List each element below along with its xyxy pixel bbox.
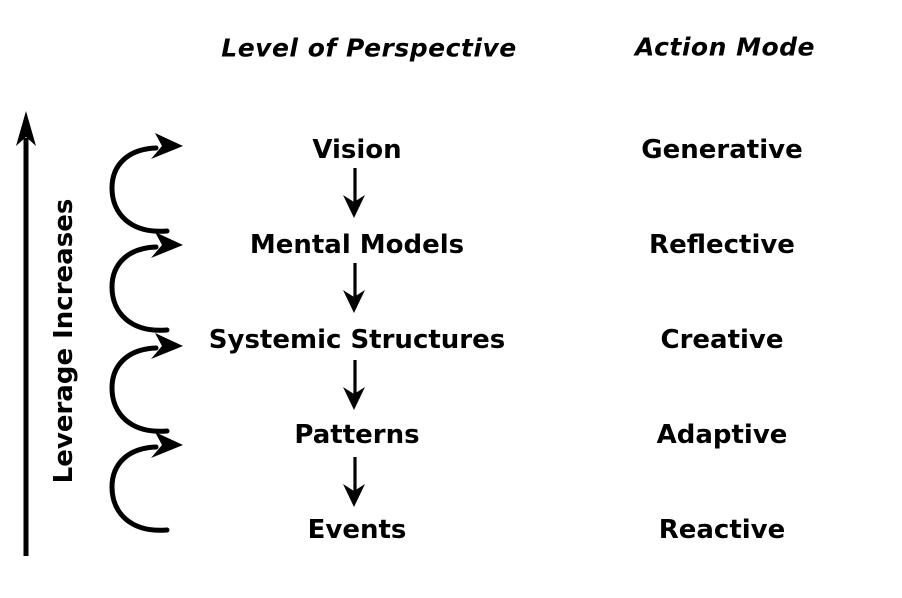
header-level-of-perspective: Level of Perspective [221, 33, 517, 63]
down-arrow-icon-1 [343, 168, 365, 218]
feedback-curve-arrow-2 [109, 232, 183, 333]
feedback-curve-arrow-3 [109, 333, 183, 434]
header-action-mode: Action Mode [635, 32, 815, 62]
mode-generative: Generative [641, 135, 803, 165]
level-vision: Vision [312, 135, 402, 165]
leverage-increases-label: Leverage Increases [49, 198, 79, 484]
mode-reactive: Reactive [658, 515, 786, 545]
feedback-curve-arrow-1 [109, 133, 183, 234]
down-arrow-icon-4 [343, 457, 365, 507]
down-arrow-icon-3 [343, 360, 365, 410]
down-arrow-icon-2 [343, 263, 365, 313]
level-systemic-structures: Systemic Structures [208, 325, 506, 355]
level-events: Events [307, 515, 407, 545]
leverage-up-arrow-icon [16, 111, 36, 556]
feedback-curve-arrow-4 [109, 432, 183, 533]
mode-adaptive: Adaptive [656, 420, 788, 450]
mode-creative: Creative [660, 325, 784, 355]
level-patterns: Patterns [294, 420, 420, 450]
mode-reflective: Reflective [649, 230, 795, 260]
level-mental-models: Mental Models [249, 230, 465, 260]
